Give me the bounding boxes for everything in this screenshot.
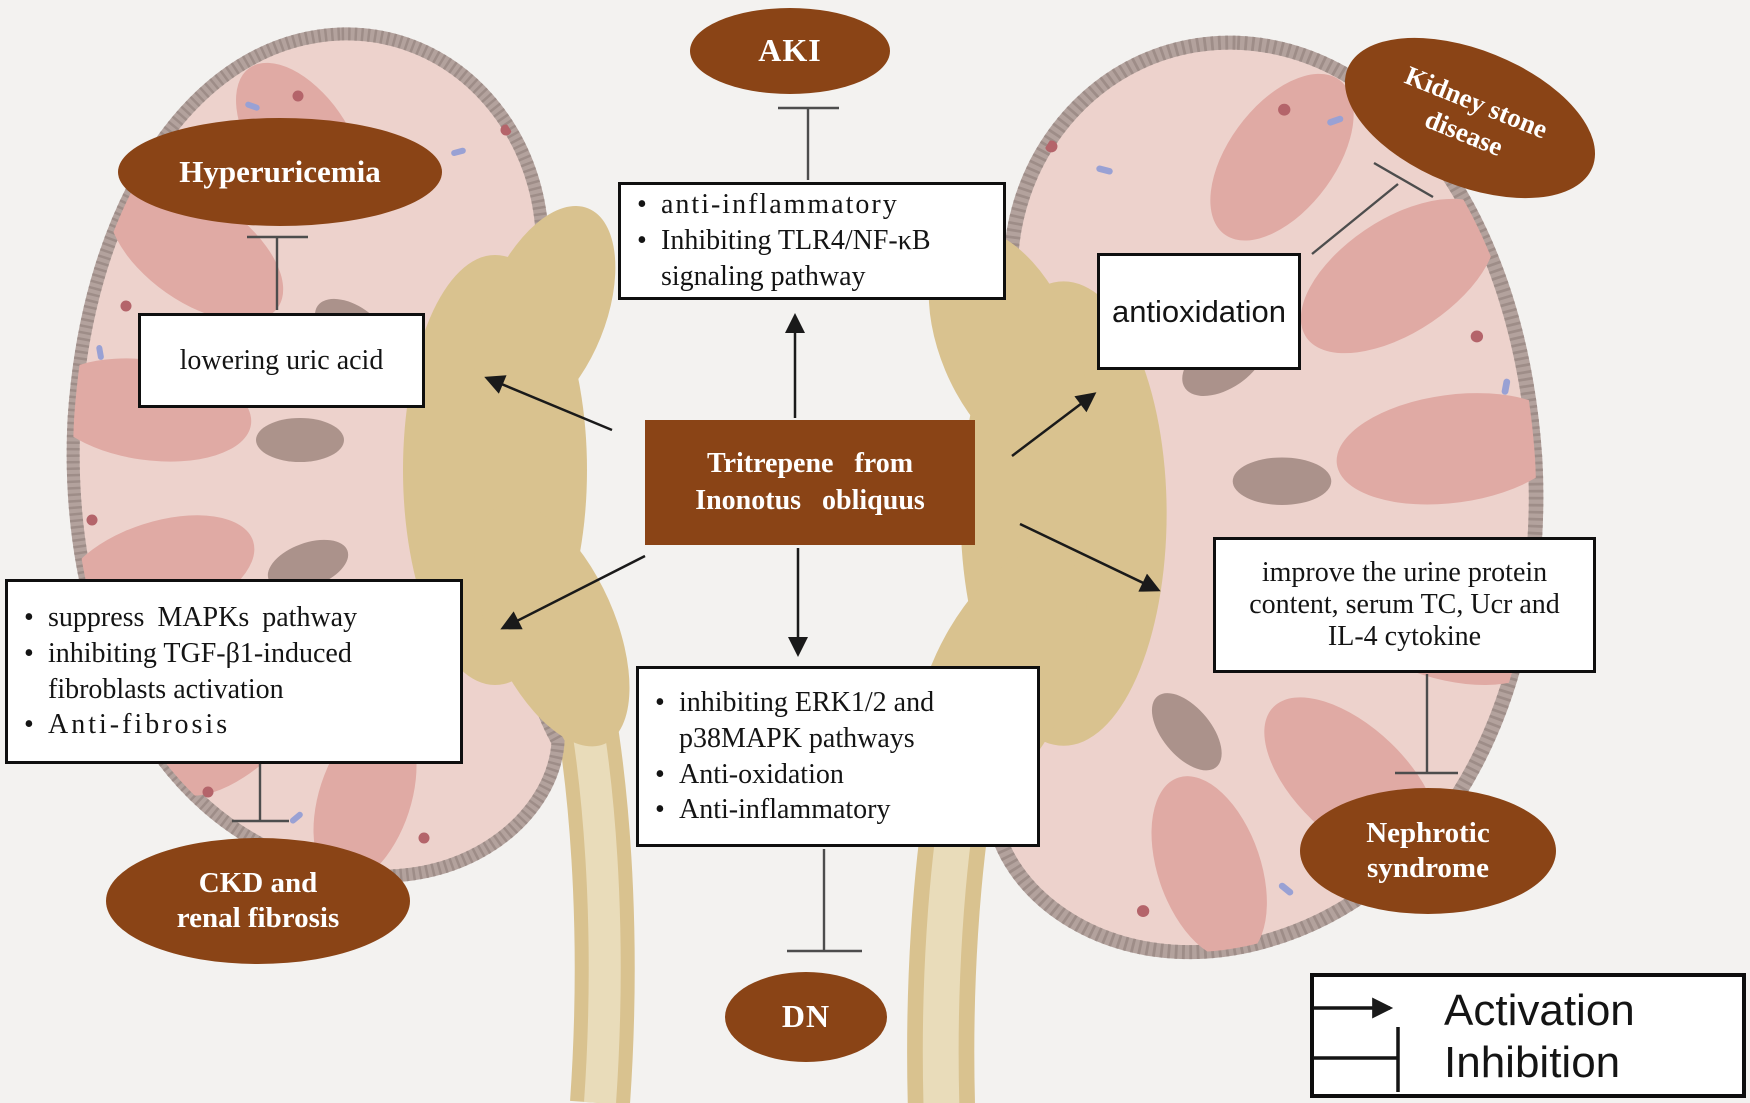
node-dn: DN (725, 972, 887, 1062)
mechanism-box-uric-acid: lowering uric acid (138, 313, 425, 408)
uric-acid-text: lowering uric acid (179, 344, 384, 376)
node-ckd-line1: CKD and (198, 866, 318, 899)
urine-protein-text: improve the urine protein content, serum… (1249, 557, 1560, 652)
bullet-anti-inflammatory-2: Anti-inflammatory (647, 792, 1027, 828)
mechanism-box-antioxidation: antioxidation (1097, 253, 1301, 370)
node-ckd-line2: renal fibrosis (176, 902, 340, 934)
node-aki: AKI (690, 8, 890, 94)
triterpene-line1: Tritrepene from (706, 448, 914, 480)
node-triterpene-source: Tritrepene from Inonotus obliquus (645, 420, 975, 545)
bullet-anti-fibrosis: Anti-fibrosis (16, 707, 450, 743)
bullet-tlr4-nfkb: Inhibiting TLR4/NF-κB signaling pathway (629, 223, 993, 295)
node-aki-label: AKI (758, 32, 822, 69)
bullet-suppress-mapks: suppress MAPKs pathway (16, 600, 450, 636)
bullet-tgf-b1: inhibiting TGF-β1-induced fibroblasts ac… (16, 636, 450, 708)
mechanism-box-erk: inhibiting ERK1/2 and p38MAPK pathways A… (636, 666, 1040, 847)
mechanism-box-erk-list: inhibiting ERK1/2 and p38MAPK pathways A… (639, 685, 1037, 828)
antioxidation-text: antioxidation (1111, 293, 1287, 329)
bullet-erk-p38: inhibiting ERK1/2 and p38MAPK pathways (647, 685, 1027, 757)
node-nephrotic-line2: syndrome (1367, 852, 1489, 884)
legend-box: Activation Inhibition (1310, 973, 1746, 1098)
node-hyperuricemia: Hyperuricemia (118, 118, 442, 226)
mechanism-box-urine-protein: improve the urine protein content, serum… (1213, 537, 1596, 673)
mechanism-box-mapks: suppress MAPKs pathway inhibiting TGF-β1… (5, 579, 463, 764)
bullet-anti-inflammatory: anti-inflammatory (629, 187, 993, 223)
bullet-anti-oxidation: Anti-oxidation (647, 757, 1027, 793)
node-dn-label: DN (781, 998, 831, 1035)
node-hyperuricemia-label: Hyperuricemia (179, 154, 381, 190)
legend-inhibition-label: Inhibition (1444, 1038, 1621, 1087)
mechanism-box-mapks-list: suppress MAPKs pathway inhibiting TGF-β1… (8, 600, 460, 743)
node-ckd-renal-fibrosis: CKD and renal fibrosis (106, 838, 410, 964)
mechanism-box-aki: anti-inflammatory Inhibiting TLR4/NF-κB … (618, 182, 1006, 300)
mechanism-box-aki-list: anti-inflammatory Inhibiting TLR4/NF-κB … (621, 187, 1003, 294)
node-nephrotic-syndrome: Nephrotic syndrome (1300, 788, 1556, 914)
legend-activation-label: Activation (1444, 986, 1635, 1035)
node-nephrotic-line1: Nephrotic (1366, 816, 1490, 849)
triterpene-line2: Inonotus obliquus (695, 484, 925, 516)
